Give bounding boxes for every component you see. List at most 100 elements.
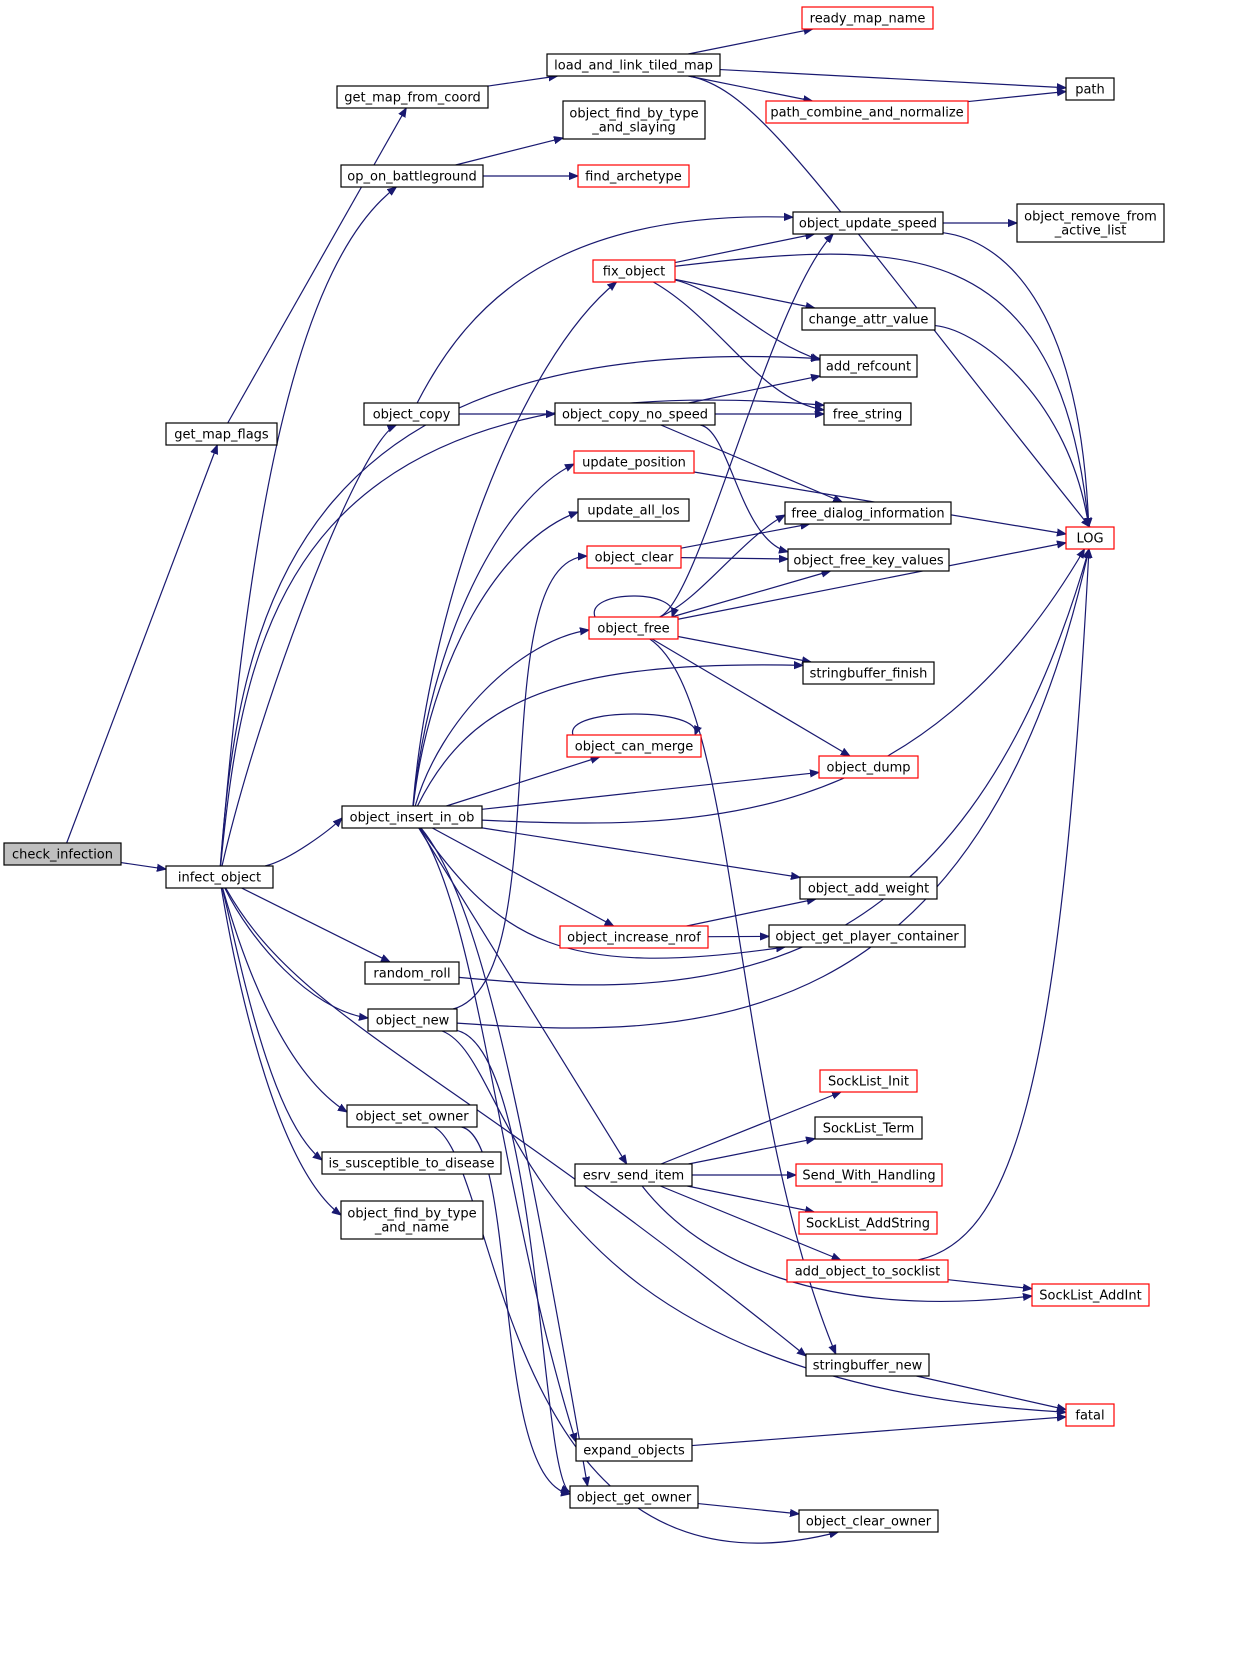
node-box — [340, 164, 484, 188]
edge-object_insert_in_ob-to-update_all_los — [412, 512, 578, 807]
node-object-free[interactable]: object_free — [588, 616, 679, 640]
node-object-can-merge[interactable]: object_can_merge — [566, 734, 702, 758]
node-socklist-addstring[interactable]: SockList_AddString — [798, 1211, 938, 1235]
edges — [66, 29, 1090, 1544]
edge-esrv_send_item-to-SockList_Init — [660, 1091, 841, 1165]
node-label-line: object_new — [376, 1014, 450, 1029]
edge-load_and_link_tiled_map-to-path — [719, 68, 1066, 88]
node-ready-map-name[interactable]: ready_map_name — [801, 6, 934, 30]
node-add-refcount[interactable]: add_refcount — [819, 354, 918, 378]
edge-infect_object-to-stringbuffer_new — [225, 887, 806, 1356]
edge-object_insert_in_ob-to-update_position — [412, 463, 574, 807]
node-object-dump[interactable]: object_dump — [818, 755, 919, 779]
node-object-copy-no-speed[interactable]: object_copy_no_speed — [554, 402, 716, 426]
node-label: object_clear_owner — [806, 1515, 932, 1530]
edge-esrv_send_item-to-SockList_AddInt — [641, 1185, 1032, 1302]
node-expand-objects[interactable]: expand_objects — [575, 1438, 693, 1462]
node-label: stringbuffer_finish — [810, 667, 928, 682]
node-box — [787, 548, 950, 572]
nodes: check_infection get_map_flags infect_objec… — [3, 6, 1165, 1533]
edge-esrv_send_item-to-SockList_Term — [688, 1139, 816, 1165]
node-find-archetype[interactable]: find_archetype — [577, 164, 690, 188]
node-change-attr-value[interactable]: change_attr_value — [801, 307, 936, 331]
node-check-infection[interactable]: check_infection — [3, 842, 122, 866]
node-object-find-by-type-and-slaying[interactable]: object_find_by_type_and_slaying — [562, 100, 706, 140]
node-object-free-key-values[interactable]: object_free_key_values — [787, 548, 950, 572]
node-label-line: path_combine_and_normalize — [770, 106, 963, 121]
node-socklist-term[interactable]: SockList_Term — [814, 1116, 923, 1140]
node-box — [364, 961, 460, 985]
edge-stringbuffer_new-to-fatal — [916, 1375, 1066, 1410]
node-object-find-by-type-and-name[interactable]: object_find_by_type_and_name — [340, 1200, 484, 1240]
edge-object_insert_in_ob-to-object_dump — [481, 772, 819, 810]
node-update-position[interactable]: update_position — [573, 450, 695, 474]
node-send-with-handling[interactable]: Send_With_Handling — [795, 1163, 943, 1187]
node-label-line: is_susceptible_to_disease — [328, 1157, 494, 1172]
node-label: get_map_flags — [174, 428, 269, 443]
node-object-clear[interactable]: object_clear — [586, 545, 682, 569]
node-box — [805, 1353, 930, 1377]
node-box — [562, 100, 706, 140]
node-label-line: object_clear_owner — [806, 1515, 932, 1530]
node-free-string[interactable]: free_string — [823, 402, 912, 426]
node-fatal[interactable]: fatal — [1065, 1403, 1115, 1427]
node-box — [1031, 1283, 1150, 1307]
node-stringbuffer-finish[interactable]: stringbuffer_finish — [802, 661, 935, 685]
node-object-add-weight[interactable]: object_add_weight — [799, 876, 938, 900]
node-box — [336, 85, 489, 109]
node-object-get-player-container[interactable]: object_get_player_container — [768, 924, 966, 948]
node-add-object-to-socklist[interactable]: add_object_to_socklist — [786, 1259, 949, 1283]
node-esrv-send-item[interactable]: esrv_send_item — [574, 1163, 693, 1187]
node-is-susceptible-to-disease[interactable]: is_susceptible_to_disease — [321, 1151, 502, 1175]
node-object-insert-in-ob[interactable]: object_insert_in_ob — [341, 805, 483, 829]
node-infect-object[interactable]: infect_object — [165, 865, 274, 889]
node-object-update-speed[interactable]: object_update_speed — [792, 211, 944, 235]
node-object-copy[interactable]: object_copy — [363, 402, 460, 426]
node-socklist-addint[interactable]: SockList_AddInt — [1031, 1283, 1150, 1307]
node-object-new[interactable]: object_new — [367, 1008, 458, 1032]
node-box — [784, 501, 952, 525]
node-object-clear-owner[interactable]: object_clear_owner — [798, 1509, 939, 1533]
edge-path_combine_and_normalize-to-path — [967, 91, 1066, 103]
node-fix-object[interactable]: fix_object — [592, 259, 676, 283]
node-label: path_combine_and_normalize — [770, 106, 963, 121]
node-get-map-flags[interactable]: get_map_flags — [165, 422, 278, 446]
edge-infect_object-to-random_roll — [241, 887, 390, 962]
node-label-line: SockList_AddInt — [1039, 1289, 1141, 1304]
node-object-remove-from-active-list[interactable]: object_remove_from_active_list — [1016, 203, 1165, 243]
edge-object_free-to-object_free_key_values — [671, 571, 831, 618]
node-update-all-los[interactable]: update_all_los — [577, 498, 690, 522]
node-label: stringbuffer_new — [813, 1359, 923, 1374]
node-op-on-battleground[interactable]: op_on_battleground — [340, 164, 484, 188]
node-object-increase-nrof[interactable]: object_increase_nrof — [559, 925, 709, 949]
node-load-and-link-tiled-map[interactable]: load_and_link_tiled_map — [546, 53, 721, 77]
node-box — [819, 354, 918, 378]
node-box — [1065, 526, 1115, 550]
edge-change_attr_value-to-LOG — [934, 324, 1089, 527]
node-object-set-owner[interactable]: object_set_owner — [346, 1104, 478, 1128]
node-socklist-init[interactable]: SockList_Init — [819, 1069, 918, 1093]
node-path-combine-and-normalize[interactable]: path_combine_and_normalize — [765, 100, 969, 124]
node-label: object_find_by_type_and_slaying — [569, 107, 698, 136]
node-free-dialog-information[interactable]: free_dialog_information — [784, 501, 952, 525]
node-box — [577, 498, 690, 522]
edge-object_clear-to-free_dialog_information — [680, 524, 810, 549]
node-object-get-owner[interactable]: object_get_owner — [569, 1485, 699, 1509]
edge-object_insert_in_ob-to-object_can_merge — [446, 757, 599, 807]
node-box — [321, 1151, 502, 1175]
edge-random_roll-to-LOG — [458, 549, 1089, 986]
node-label: object_get_player_container — [775, 930, 959, 945]
edge-object_insert_in_ob-to-object_free — [414, 630, 589, 807]
node-path[interactable]: path — [1065, 77, 1115, 101]
node-random-roll[interactable]: random_roll — [364, 961, 460, 985]
edge-object_free-to-LOG — [677, 543, 1066, 620]
node-label-line: add_object_to_socklist — [795, 1265, 941, 1280]
node-get-map-from-coord[interactable]: get_map_from_coord — [336, 85, 489, 109]
node-label-line: _and_slaying — [591, 121, 676, 136]
node-stringbuffer-new[interactable]: stringbuffer_new — [805, 1353, 930, 1377]
edge-get_map_flags-to-get_map_from_coord — [227, 108, 407, 424]
node-label: object_copy — [373, 408, 451, 423]
node-log[interactable]: LOG — [1065, 526, 1115, 550]
node-box — [569, 1485, 699, 1509]
node-label-line: object_insert_in_ob — [350, 811, 475, 826]
